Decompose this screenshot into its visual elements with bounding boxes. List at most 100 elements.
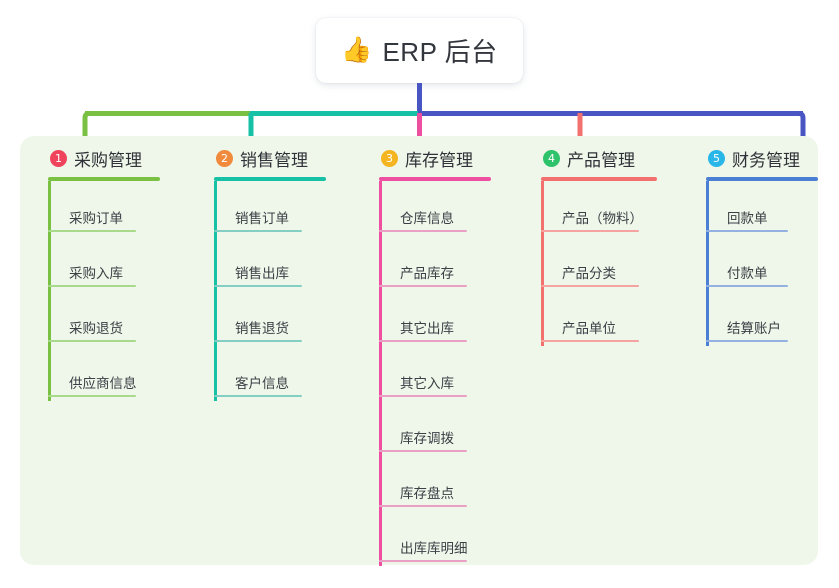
- leaf-rule: [706, 285, 788, 287]
- branch-badge-2: 2: [216, 149, 233, 167]
- branches-panel: [20, 136, 818, 565]
- leaf-label: 产品库存: [400, 266, 454, 281]
- branch-spine-4: [541, 181, 544, 346]
- leaf-label: 其它入库: [400, 376, 454, 391]
- leaf-rule: [214, 340, 302, 342]
- branch-header-2[interactable]: 2 销售管理: [200, 146, 326, 170]
- branch-badge-4: 4: [543, 149, 560, 167]
- leaf-item[interactable]: 采购入库: [34, 236, 160, 291]
- leaf-rule: [706, 340, 788, 342]
- branch-spine-2: [214, 181, 217, 401]
- leaf-item[interactable]: 付款单: [692, 236, 818, 291]
- branch-items-4: 产品（物料） 产品分类产品单位: [527, 181, 657, 346]
- leaf-label: 库存盘点: [400, 486, 454, 501]
- branch-spine-1: [48, 181, 51, 401]
- leaf-rule: [48, 285, 136, 287]
- leaf-label: 库存调拨: [400, 431, 454, 446]
- branch-title-1: 采购管理: [74, 150, 142, 170]
- branch-rule-2: [214, 177, 326, 181]
- leaf-label: 回款单: [727, 211, 768, 226]
- leaf-label: 销售订单: [235, 211, 289, 226]
- leaf-item[interactable]: 其它出库: [365, 291, 491, 346]
- leaf-rule: [214, 230, 302, 232]
- leaf-rule: [541, 340, 639, 342]
- leaf-item[interactable]: 结算账户: [692, 291, 818, 346]
- leaf-item[interactable]: 其它入库: [365, 346, 491, 401]
- leaf-label: 产品分类: [562, 266, 616, 281]
- branch-header-4[interactable]: 4 产品管理: [527, 146, 657, 170]
- leaf-rule: [48, 395, 136, 397]
- leaf-label: 销售退货: [235, 321, 289, 336]
- leaf-rule: [541, 285, 639, 287]
- leaf-item[interactable]: 产品库存: [365, 236, 491, 291]
- leaf-rule: [214, 395, 302, 397]
- branch-spine-5: [706, 181, 709, 346]
- leaf-label: 产品（物料）: [562, 211, 643, 226]
- leaf-item[interactable]: 采购订单: [34, 181, 160, 236]
- leaf-item[interactable]: 产品分类: [527, 236, 657, 291]
- thumbs-up-icon: 👍: [341, 36, 373, 64]
- leaf-label: 客户信息: [235, 376, 289, 391]
- branch-column-4: 4 产品管理产品（物料） 产品分类产品单位: [527, 146, 657, 346]
- leaf-rule: [706, 230, 788, 232]
- leaf-item[interactable]: 采购退货: [34, 291, 160, 346]
- branch-badge-3: 3: [381, 149, 398, 167]
- branch-column-5: 5 财务管理回款单付款单结算账户: [692, 146, 818, 346]
- leaf-item[interactable]: 客户信息: [200, 346, 326, 401]
- leaf-item[interactable]: 库存盘点: [365, 456, 491, 511]
- branch-header-3[interactable]: 3 库存管理: [365, 146, 491, 170]
- leaf-item[interactable]: 产品单位: [527, 291, 657, 346]
- branch-title-5: 财务管理: [732, 150, 800, 170]
- leaf-rule: [379, 505, 467, 507]
- leaf-rule: [379, 450, 467, 452]
- root-title: ERP 后台: [382, 37, 498, 67]
- branch-title-4: 产品管理: [567, 150, 635, 170]
- leaf-item[interactable]: 仓库信息: [365, 181, 491, 236]
- leaf-label: 采购入库: [69, 266, 123, 281]
- branch-items-3: 仓库信息产品库存其它出库其它入库库存调拨库存盘点出库库明细: [365, 181, 491, 566]
- branch-badge-5: 5: [708, 149, 725, 167]
- branch-items-2: 销售订单销售出库销售退货客户信息: [200, 181, 326, 401]
- branch-rule-5: [706, 177, 818, 181]
- leaf-item[interactable]: 销售出库: [200, 236, 326, 291]
- leaf-label: 付款单: [727, 266, 768, 281]
- root-node[interactable]: 👍 ERP 后台: [316, 18, 523, 83]
- leaf-label: 仓库信息: [400, 211, 454, 226]
- leaf-rule: [379, 560, 467, 562]
- leaf-item[interactable]: 库存调拨: [365, 401, 491, 456]
- leaf-rule: [48, 340, 136, 342]
- branch-items-1: 采购订单采购入库采购退货供应商信息: [34, 181, 160, 401]
- leaf-rule: [48, 230, 136, 232]
- leaf-item[interactable]: 产品（物料）: [527, 181, 657, 236]
- branch-items-5: 回款单付款单结算账户: [692, 181, 818, 346]
- leaf-rule: [379, 285, 467, 287]
- leaf-label: 销售出库: [235, 266, 289, 281]
- branch-title-3: 库存管理: [405, 150, 473, 170]
- leaf-item[interactable]: 回款单: [692, 181, 818, 236]
- branch-title-2: 销售管理: [240, 150, 308, 170]
- root-node-content: 👍 ERP 后台: [341, 32, 497, 69]
- leaf-item[interactable]: 销售退货: [200, 291, 326, 346]
- branch-header-5[interactable]: 5 财务管理: [692, 146, 818, 170]
- branch-column-2: 2 销售管理销售订单销售出库销售退货客户信息: [200, 146, 326, 401]
- leaf-rule: [379, 340, 467, 342]
- leaf-item[interactable]: 出库库明细: [365, 511, 491, 566]
- leaf-rule: [541, 230, 639, 232]
- branch-column-3: 3 库存管理仓库信息产品库存其它出库其它入库库存调拨库存盘点出库库明细: [365, 146, 491, 566]
- leaf-rule: [214, 285, 302, 287]
- leaf-label: 供应商信息: [69, 376, 137, 391]
- leaf-item[interactable]: 供应商信息: [34, 346, 160, 401]
- branch-rule-4: [541, 177, 657, 181]
- branch-spine-3: [379, 181, 382, 566]
- branch-rule-1: [48, 177, 160, 181]
- leaf-label: 采购退货: [69, 321, 123, 336]
- leaf-item[interactable]: 销售订单: [200, 181, 326, 236]
- leaf-rule: [379, 230, 467, 232]
- leaf-label: 采购订单: [69, 211, 123, 226]
- leaf-label: 产品单位: [562, 321, 616, 336]
- leaf-label: 出库库明细: [400, 541, 468, 556]
- branch-rule-3: [379, 177, 491, 181]
